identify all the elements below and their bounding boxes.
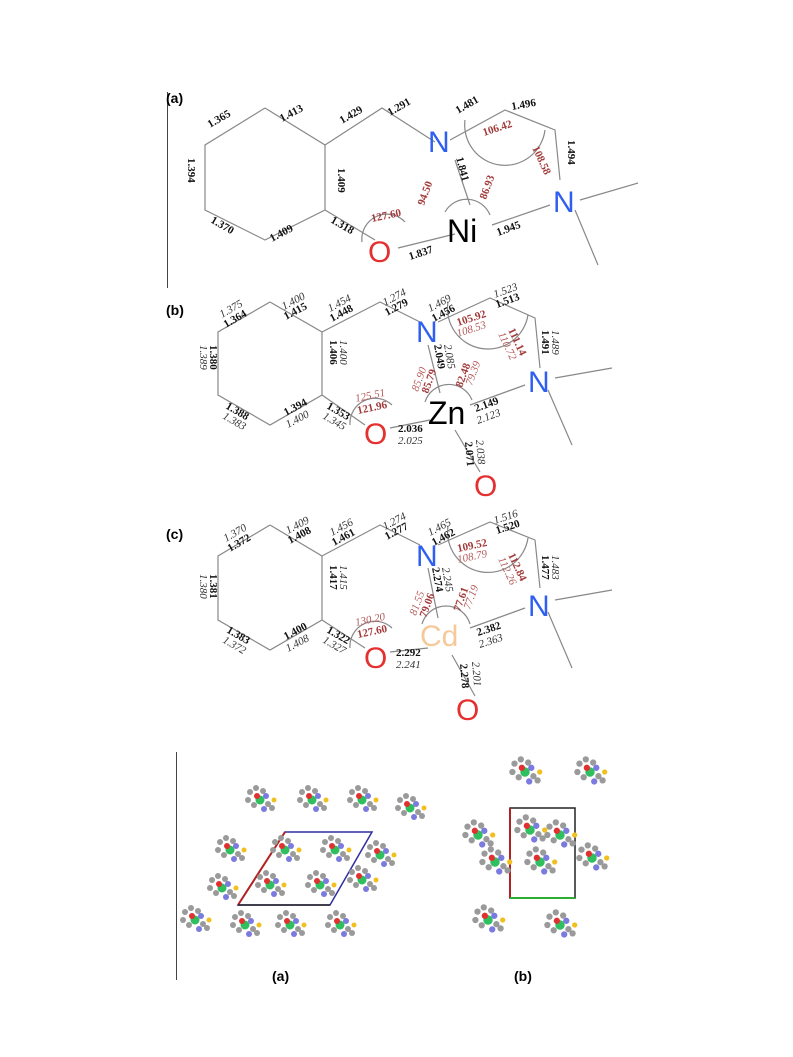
packing-caption-a: (a) xyxy=(272,968,290,984)
bond-label: 1.400 xyxy=(337,340,349,365)
bond-label: 1.429 xyxy=(338,104,366,127)
bond-label: 2.036 xyxy=(398,423,423,435)
bond-label: 1.365 xyxy=(206,108,234,131)
bond-label: 1.413 xyxy=(278,102,306,124)
molecule-cluster xyxy=(365,840,397,867)
bond-label: 1.415 xyxy=(337,565,349,590)
oxygen-atom: O xyxy=(364,642,387,675)
bond-label: 2.292 xyxy=(396,647,421,659)
bond-label: 1.481 xyxy=(454,94,481,117)
bond-label: 1.837 xyxy=(407,244,435,263)
bond-label: 2.245 xyxy=(439,566,455,593)
oxygen-atom: O xyxy=(456,694,479,727)
bond-label: 1.945 xyxy=(495,219,523,239)
structure-b: 1.375 1.364 1.400 1.415 1.454 1.448 1.27… xyxy=(197,281,613,503)
bond-label: 1.491 xyxy=(539,330,551,355)
bond-label: 1.291 xyxy=(386,96,413,119)
oxygen-atom: O xyxy=(474,470,497,503)
bond-label: 2.025 xyxy=(398,435,423,447)
molecule-cluster xyxy=(275,910,307,937)
nitrogen-atom: N xyxy=(416,540,438,573)
angle-label: 86.93 xyxy=(478,173,498,201)
molecule-cluster xyxy=(576,842,610,871)
oxygen-atom: O xyxy=(368,236,391,269)
molecule-cluster xyxy=(544,909,578,938)
molecule-cluster xyxy=(207,873,239,900)
bond-label: 1.483 xyxy=(549,555,561,580)
angle-label: 108.58 xyxy=(529,144,553,177)
molecule-cluster xyxy=(462,819,496,848)
bond-label: 1.318 xyxy=(329,214,357,237)
panel-b-label: (b) xyxy=(166,302,184,318)
molecule-cluster xyxy=(297,785,329,812)
angle-label: 94.50 xyxy=(416,179,436,207)
bond-label: 2.049 xyxy=(431,343,447,370)
bond-label: 1.494 xyxy=(565,140,577,165)
molecule-cluster xyxy=(270,835,302,862)
bond-label: 2.038 xyxy=(473,439,487,465)
left-rule-top xyxy=(167,92,168,288)
structure-a: 1.365 1.413 1.429 1.291 1.481 1.496 1.49… xyxy=(185,94,639,269)
bond-label: 1.409 xyxy=(335,168,347,193)
left-rule-bottom xyxy=(176,752,177,980)
nitrogen-atom: N xyxy=(528,590,550,623)
molecule-cluster xyxy=(479,846,513,875)
molecule-cluster xyxy=(305,870,337,897)
molecule-cluster xyxy=(395,793,427,820)
molecule-cluster xyxy=(574,756,608,785)
molecule-cluster xyxy=(544,819,578,848)
angle-label: 127.60 xyxy=(370,207,403,225)
packing-caption-b: (b) xyxy=(514,968,532,984)
bond-label: 1.380 xyxy=(207,345,219,370)
molecule-cluster xyxy=(524,846,558,875)
bond-label: 1.477 xyxy=(539,555,551,580)
oxygen-atom: O xyxy=(364,418,387,451)
nitrogen-atom: N xyxy=(428,126,450,159)
packing-diagram-b xyxy=(462,756,610,938)
molecule-cluster xyxy=(245,785,277,812)
molecule-cluster xyxy=(472,904,506,933)
bond-label: 1.417 xyxy=(327,565,339,590)
bond-label: 2.085 xyxy=(441,343,457,370)
zinc-atom: Zn xyxy=(428,395,465,431)
nitrogen-atom: N xyxy=(528,366,550,399)
bond-label: 2.071 xyxy=(462,441,476,467)
molecule-cluster xyxy=(320,835,352,862)
bond-label: 1.389 xyxy=(197,345,209,370)
panel-c-label: (c) xyxy=(166,526,184,542)
bond-label: 1.841 xyxy=(453,156,471,183)
molecule-cluster xyxy=(180,905,212,932)
angle-label: 106.42 xyxy=(481,118,514,139)
bond-label: 1.496 xyxy=(510,97,537,113)
bond-label: 2.241 xyxy=(396,659,421,671)
nitrogen-atom: N xyxy=(416,316,438,349)
nickel-atom: Ni xyxy=(447,213,477,249)
bond-label: 2.278 xyxy=(457,663,471,689)
structure-c: 1.370 1.372 1.409 1.408 1.456 1.461 1.27… xyxy=(197,508,613,727)
molecule-cluster xyxy=(347,785,379,812)
panel-a-label: (a) xyxy=(166,90,184,106)
bond-label: 1.381 xyxy=(207,574,219,599)
bond-label: 2.274 xyxy=(429,566,445,593)
molecule-cluster xyxy=(215,835,247,862)
molecule-cluster xyxy=(255,870,287,897)
molecule-cluster xyxy=(325,910,357,937)
cadmium-atom: Cd xyxy=(420,620,458,653)
bond-label: 1.394 xyxy=(185,158,197,183)
molecule-cluster xyxy=(509,756,543,785)
bond-label: 1.370 xyxy=(209,214,237,237)
bond-label: 1.406 xyxy=(327,340,339,365)
packing-diagram-a xyxy=(180,785,427,937)
molecule-cluster xyxy=(347,865,379,892)
bond-label: 1.489 xyxy=(549,330,561,355)
molecule-cluster xyxy=(230,910,262,937)
nitrogen-atom: N xyxy=(553,186,575,219)
bond-label: 2.201 xyxy=(469,661,483,687)
bond-label: 1.380 xyxy=(197,574,209,599)
bond-label: 1.409 xyxy=(268,222,296,244)
molecule-cluster xyxy=(514,814,548,843)
